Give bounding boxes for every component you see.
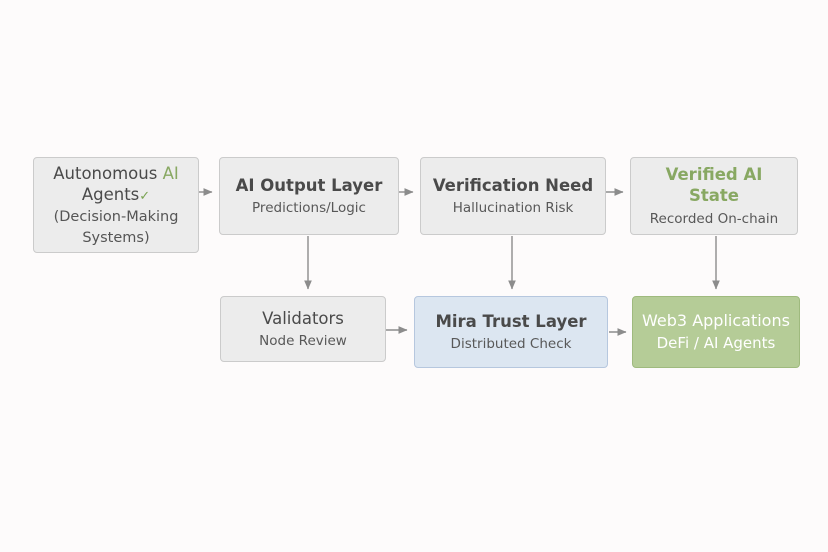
node-line4: Systems) (82, 229, 150, 246)
node-title-line2-text: Agents (81, 184, 140, 204)
node-subtitle: DeFi / AI Agents (656, 333, 776, 352)
node-subtitle: Hallucination Risk (452, 199, 574, 216)
node-verification-need[interactable]: Verification Need Hallucination Risk (420, 157, 606, 235)
node-ai-output-layer[interactable]: AI Output Layer Predictions/Logic (219, 157, 399, 235)
node-verified-ai-state[interactable]: Verified AI State Recorded On-chain (630, 157, 798, 235)
node-title: AI Output Layer (235, 175, 383, 195)
node-autonomous-ai-agents[interactable]: Autonomous AI Agents✓ (Decision-Making S… (33, 157, 199, 253)
node-title: Verified AI State (665, 164, 763, 206)
node-title: Autonomous AI (53, 163, 179, 184)
node-subtitle: Node Review (259, 332, 347, 349)
node-title: Verification Need (432, 175, 594, 195)
node-line3: (Decision-Making (53, 208, 179, 225)
node-title-text: Autonomous (53, 163, 163, 183)
node-title: Mira Trust Layer (435, 311, 587, 331)
node-title-line2: Agents✓ (82, 184, 150, 206)
check-icon: ✓ (139, 188, 151, 204)
node-subtitle: Predictions/Logic (252, 199, 366, 216)
node-title-accent: AI (162, 163, 179, 183)
node-subtitle: Distributed Check (450, 335, 572, 352)
node-web3-applications[interactable]: Web3 Applications DeFi / AI Agents (632, 296, 800, 368)
node-validators[interactable]: Validators Node Review (220, 296, 386, 362)
node-subtitle: Recorded On-chain (649, 210, 779, 227)
node-mira-trust-layer[interactable]: Mira Trust Layer Distributed Check (414, 296, 608, 368)
node-title: Validators (262, 308, 344, 328)
node-title: Web3 Applications (642, 310, 790, 330)
